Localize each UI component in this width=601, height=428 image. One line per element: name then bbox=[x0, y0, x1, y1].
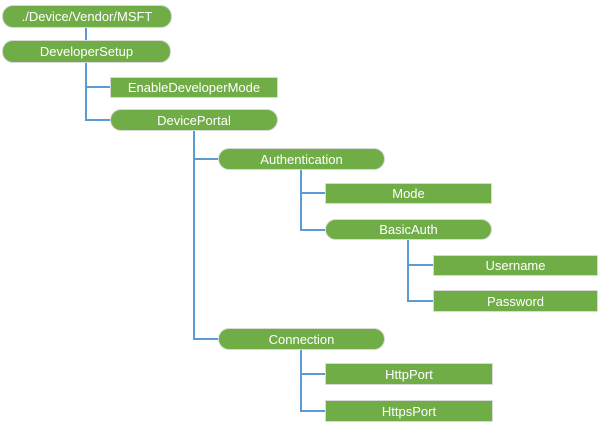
node-password: Password bbox=[433, 290, 598, 312]
connector-branch-basicauth bbox=[300, 229, 325, 231]
connector-branch-username bbox=[407, 264, 433, 266]
node-basicauth: BasicAuth bbox=[325, 219, 492, 240]
connector-branch-connection bbox=[193, 338, 218, 340]
node-httpport: HttpPort bbox=[325, 363, 493, 385]
connector-connection-trunk bbox=[300, 350, 302, 412]
connector-authentication-trunk bbox=[300, 170, 302, 231]
node-enabledevelopermode: EnableDeveloperMode bbox=[110, 77, 278, 98]
connector-branch-mode bbox=[300, 192, 325, 194]
connector-branch-httpsport bbox=[300, 410, 325, 412]
node-httpsport: HttpsPort bbox=[325, 400, 493, 422]
node-authentication: Authentication bbox=[218, 148, 385, 170]
connector-branch-httpport bbox=[300, 373, 325, 375]
node-connection: Connection bbox=[218, 328, 385, 350]
connector-branch-authentication bbox=[193, 158, 218, 160]
node-deviceportal: DevicePortal bbox=[110, 109, 278, 131]
connector-basicauth-trunk bbox=[407, 240, 409, 302]
connector-deviceportal-trunk bbox=[193, 131, 195, 340]
connector-branch-deviceportal bbox=[85, 119, 110, 121]
connector-msft-developersetup bbox=[85, 28, 87, 40]
connector-branch-password bbox=[407, 300, 433, 302]
connector-developersetup-trunk bbox=[85, 63, 87, 121]
node-developersetup: DeveloperSetup bbox=[2, 40, 171, 63]
node-device-vendor-msft: ./Device/Vendor/MSFT bbox=[2, 5, 172, 28]
connector-branch-enabledevelopermode bbox=[85, 86, 110, 88]
node-username: Username bbox=[433, 255, 598, 276]
node-mode: Mode bbox=[325, 183, 492, 204]
